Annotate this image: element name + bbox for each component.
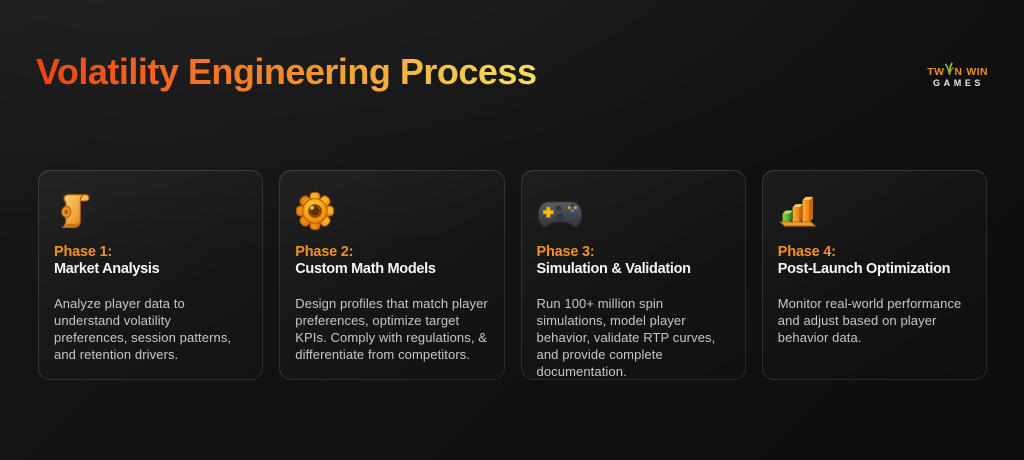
page-title: Volatility Engineering Process xyxy=(36,51,537,92)
logo-word2: WIN xyxy=(966,65,988,78)
card-title: Simulation & Validation xyxy=(536,261,692,278)
phase-card-3: Phase 3: Simulation & Validation Run 100… xyxy=(520,170,746,380)
card-title: Post-Launch Optimization xyxy=(777,261,951,278)
logo-subtitle: GAMES xyxy=(933,78,985,88)
grass-icon xyxy=(944,62,954,78)
phase-card-1: Phase 1: Market Analysis Analyze player … xyxy=(38,170,264,380)
logo-word1-prefix: TW xyxy=(927,65,945,78)
card-title: Market Analysis xyxy=(54,261,160,278)
phase-label: Phase 1: xyxy=(54,244,113,260)
card-description: Design profiles that match player prefer… xyxy=(295,295,488,362)
logo-word1-suffix: N xyxy=(954,65,963,78)
phase-label: Phase 4: xyxy=(777,244,836,260)
phase-card-2: Phase 2: Custom Math Models Design profi… xyxy=(279,170,505,380)
logo-wordmark: TW N WIN xyxy=(927,62,988,77)
phase-label: Phase 2: xyxy=(295,244,354,260)
card-description: Run 100+ million spin simulations, model… xyxy=(536,295,716,379)
gamepad-icon xyxy=(536,191,730,231)
card-title: Custom Math Models xyxy=(295,261,436,278)
twin-win-games-logo: TW N WIN GAMES xyxy=(927,62,988,88)
bar-chart-icon xyxy=(778,191,971,231)
phase-label: Phase 3: xyxy=(536,244,595,260)
phase-card-4: Phase 4: Post-Launch Optimization Monito… xyxy=(761,170,987,380)
card-description: Monitor real-world performance and adjus… xyxy=(777,295,962,345)
card-description: Analyze player data to understand volati… xyxy=(54,295,232,362)
phase-cards-row: Phase 1: Market Analysis Analyze player … xyxy=(38,170,987,380)
scroll-icon xyxy=(54,191,247,231)
gear-icon xyxy=(295,191,488,231)
